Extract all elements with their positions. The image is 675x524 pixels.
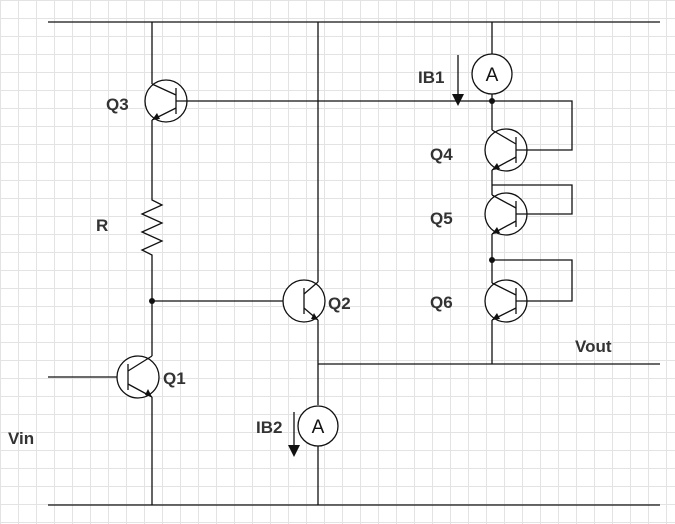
label-q2: Q2 (328, 294, 351, 313)
ammeter-1-label: A (486, 65, 499, 86)
label-r: R (96, 216, 108, 235)
label-ib1: IB1 (418, 68, 444, 87)
label-q6: Q6 (430, 293, 453, 312)
ammeter-2 (297, 405, 339, 505)
resistor-r (140, 195, 164, 258)
ammeter-2-label: A (312, 417, 325, 438)
transistor-q4 (484, 100, 573, 195)
label-vout: Vout (575, 337, 612, 356)
ib1-arrow (452, 55, 464, 106)
transistor-q6 (484, 259, 573, 364)
label-q5: Q5 (430, 209, 453, 228)
label-q4: Q4 (430, 145, 453, 164)
transistor-q5 (484, 184, 573, 283)
ib2-arrow (288, 412, 300, 457)
label-vin: Vin (8, 429, 34, 448)
transistor-q1 (48, 355, 160, 505)
label-q3: Q3 (106, 95, 129, 114)
transistor-q2 (282, 279, 326, 405)
label-q1: Q1 (163, 369, 186, 388)
label-ib2: IB2 (256, 418, 282, 437)
transistor-q3 (144, 22, 492, 123)
